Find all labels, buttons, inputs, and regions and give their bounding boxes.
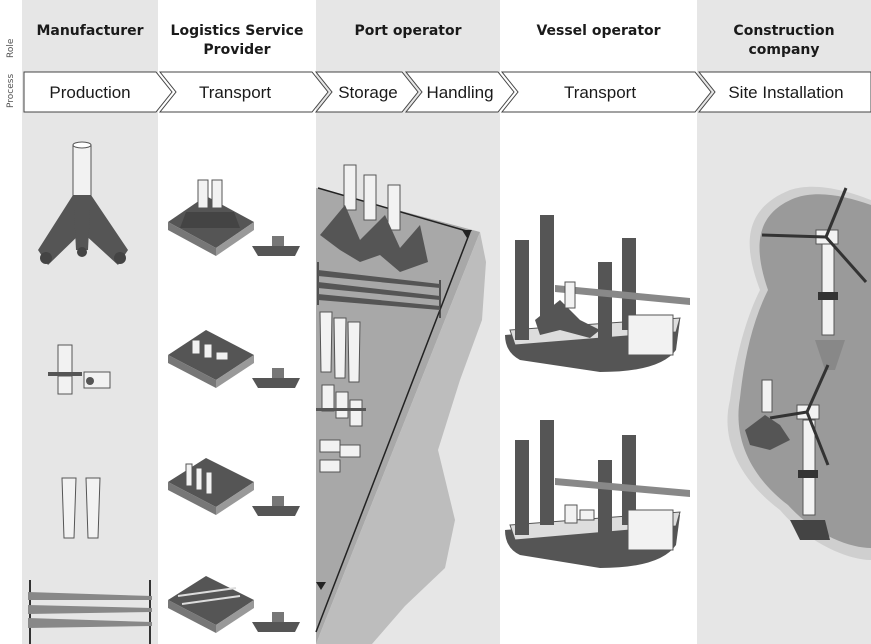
barge-with-blades-illustration [168,576,300,633]
quay-marker-bottom [316,582,326,590]
process-label-site-installation: Site Installation [728,83,843,102]
role-port-operator: Port operator [354,23,462,39]
role-manufacturer: Manufacturer [36,23,144,39]
transition-piece-on-site-illustration [745,379,790,450]
quay-edge-diagonal [315,231,471,633]
port-water [316,232,486,644]
process-chevron-production [23,71,173,113]
stored-tripods-illustration [320,164,428,272]
rotor-blades-illustration [28,580,152,644]
barge-with-towers-illustration [168,458,300,516]
process-chevron-transport-1 [158,71,329,113]
process-label-production: Production [49,83,130,102]
process-label-handling: Handling [426,83,493,102]
transition-piece-and-nacelle-illustration [48,344,111,395]
stored-nacelles-illustration [319,439,361,473]
process-chevron-transport-2 [500,71,712,113]
installed-turbine-upper-illustration [761,187,868,370]
jackup-vessel-with-tripod-illustration [505,215,690,372]
process-label-transport-2: Transport [564,83,636,102]
offshore-site-water [738,194,871,548]
stored-transition-pieces-illustration [316,384,366,427]
process-chevron-storage [314,71,419,113]
process-label-transport-1: Transport [199,83,271,102]
process-label-storage: Storage [338,83,398,102]
tower-sections-illustration [61,477,101,539]
jackup-vessel-with-turbine-components-illustration [505,420,690,568]
process-chevron-site-installation [697,71,871,113]
process-chevron-handling [404,71,515,113]
barge-with-tripods-illustration [168,179,300,256]
process-chevrons: Production Transport Storage Handling Tr… [23,71,871,113]
barge-with-transition-pieces-illustration [168,330,300,388]
stored-towers-illustration [319,311,361,383]
stored-blades-illustration [317,262,441,318]
upper-turbine-reflection [815,340,845,370]
role-vessel-operator: Vessel operator [536,23,661,39]
quay-marker-top [462,230,472,238]
tripod-foundation-illustration [38,141,128,265]
installed-turbine-lower-illustration [769,364,830,540]
